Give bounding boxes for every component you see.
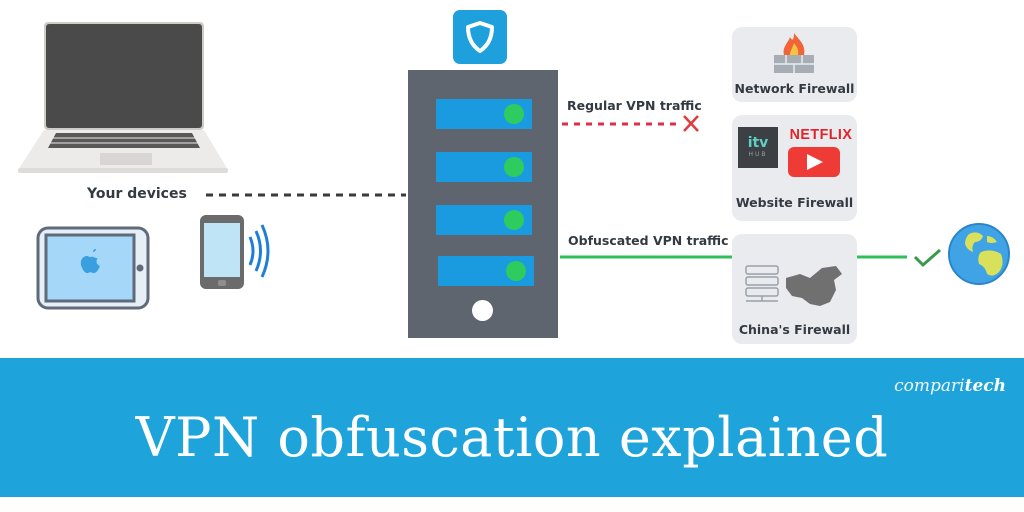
regular-traffic-label: Regular VPN traffic (567, 98, 702, 113)
cross-icon (683, 115, 699, 132)
firewall-flame-icon (774, 33, 814, 73)
server-slot (436, 152, 532, 182)
status-led (506, 261, 526, 281)
server-slot (436, 99, 532, 129)
website-firewall-label: Website Firewall (735, 195, 854, 210)
server-slot (436, 205, 532, 235)
youtube-play-icon (788, 147, 840, 177)
network-firewall-label: Network Firewall (734, 81, 855, 96)
china-firewall-label: China's Firewall (738, 322, 851, 337)
website-firewall-card: itv HUB NETFLIX Website Firewall (732, 115, 857, 221)
title-banner: comparitech VPN obfuscation explained (0, 358, 1024, 497)
laptop-icon (16, 20, 231, 175)
hub-text: HUB (748, 151, 768, 158)
obfuscated-traffic-label: Obfuscated VPN traffic (568, 233, 729, 248)
itv-text: itv (747, 135, 769, 151)
server-power-button (472, 300, 493, 321)
smartphone-wireless-icon (196, 213, 276, 293)
brand-light: compari (894, 376, 965, 396)
china-map-server-icon (745, 265, 842, 306)
shield-icon (466, 21, 494, 53)
check-icon (913, 248, 941, 268)
vpn-shield-badge (453, 10, 507, 64)
status-led (504, 210, 524, 230)
tablet-apple-icon (36, 226, 150, 310)
china-firewall-card: China's Firewall (732, 234, 857, 344)
netflix-logo: NETFLIX (789, 126, 853, 143)
globe-icon (948, 223, 1010, 285)
status-led (504, 104, 524, 124)
comparitech-logo: comparitech (894, 376, 1006, 396)
page-title: VPN obfuscation explained (135, 406, 889, 469)
server-slot (438, 256, 534, 286)
status-led (504, 157, 524, 177)
vpn-server (408, 70, 558, 338)
itv-hub-logo: itv HUB (738, 127, 778, 168)
your-devices-label: Your devices (87, 186, 187, 202)
network-firewall-card: Network Firewall (732, 27, 857, 102)
brand-bold: tech (964, 376, 1006, 396)
